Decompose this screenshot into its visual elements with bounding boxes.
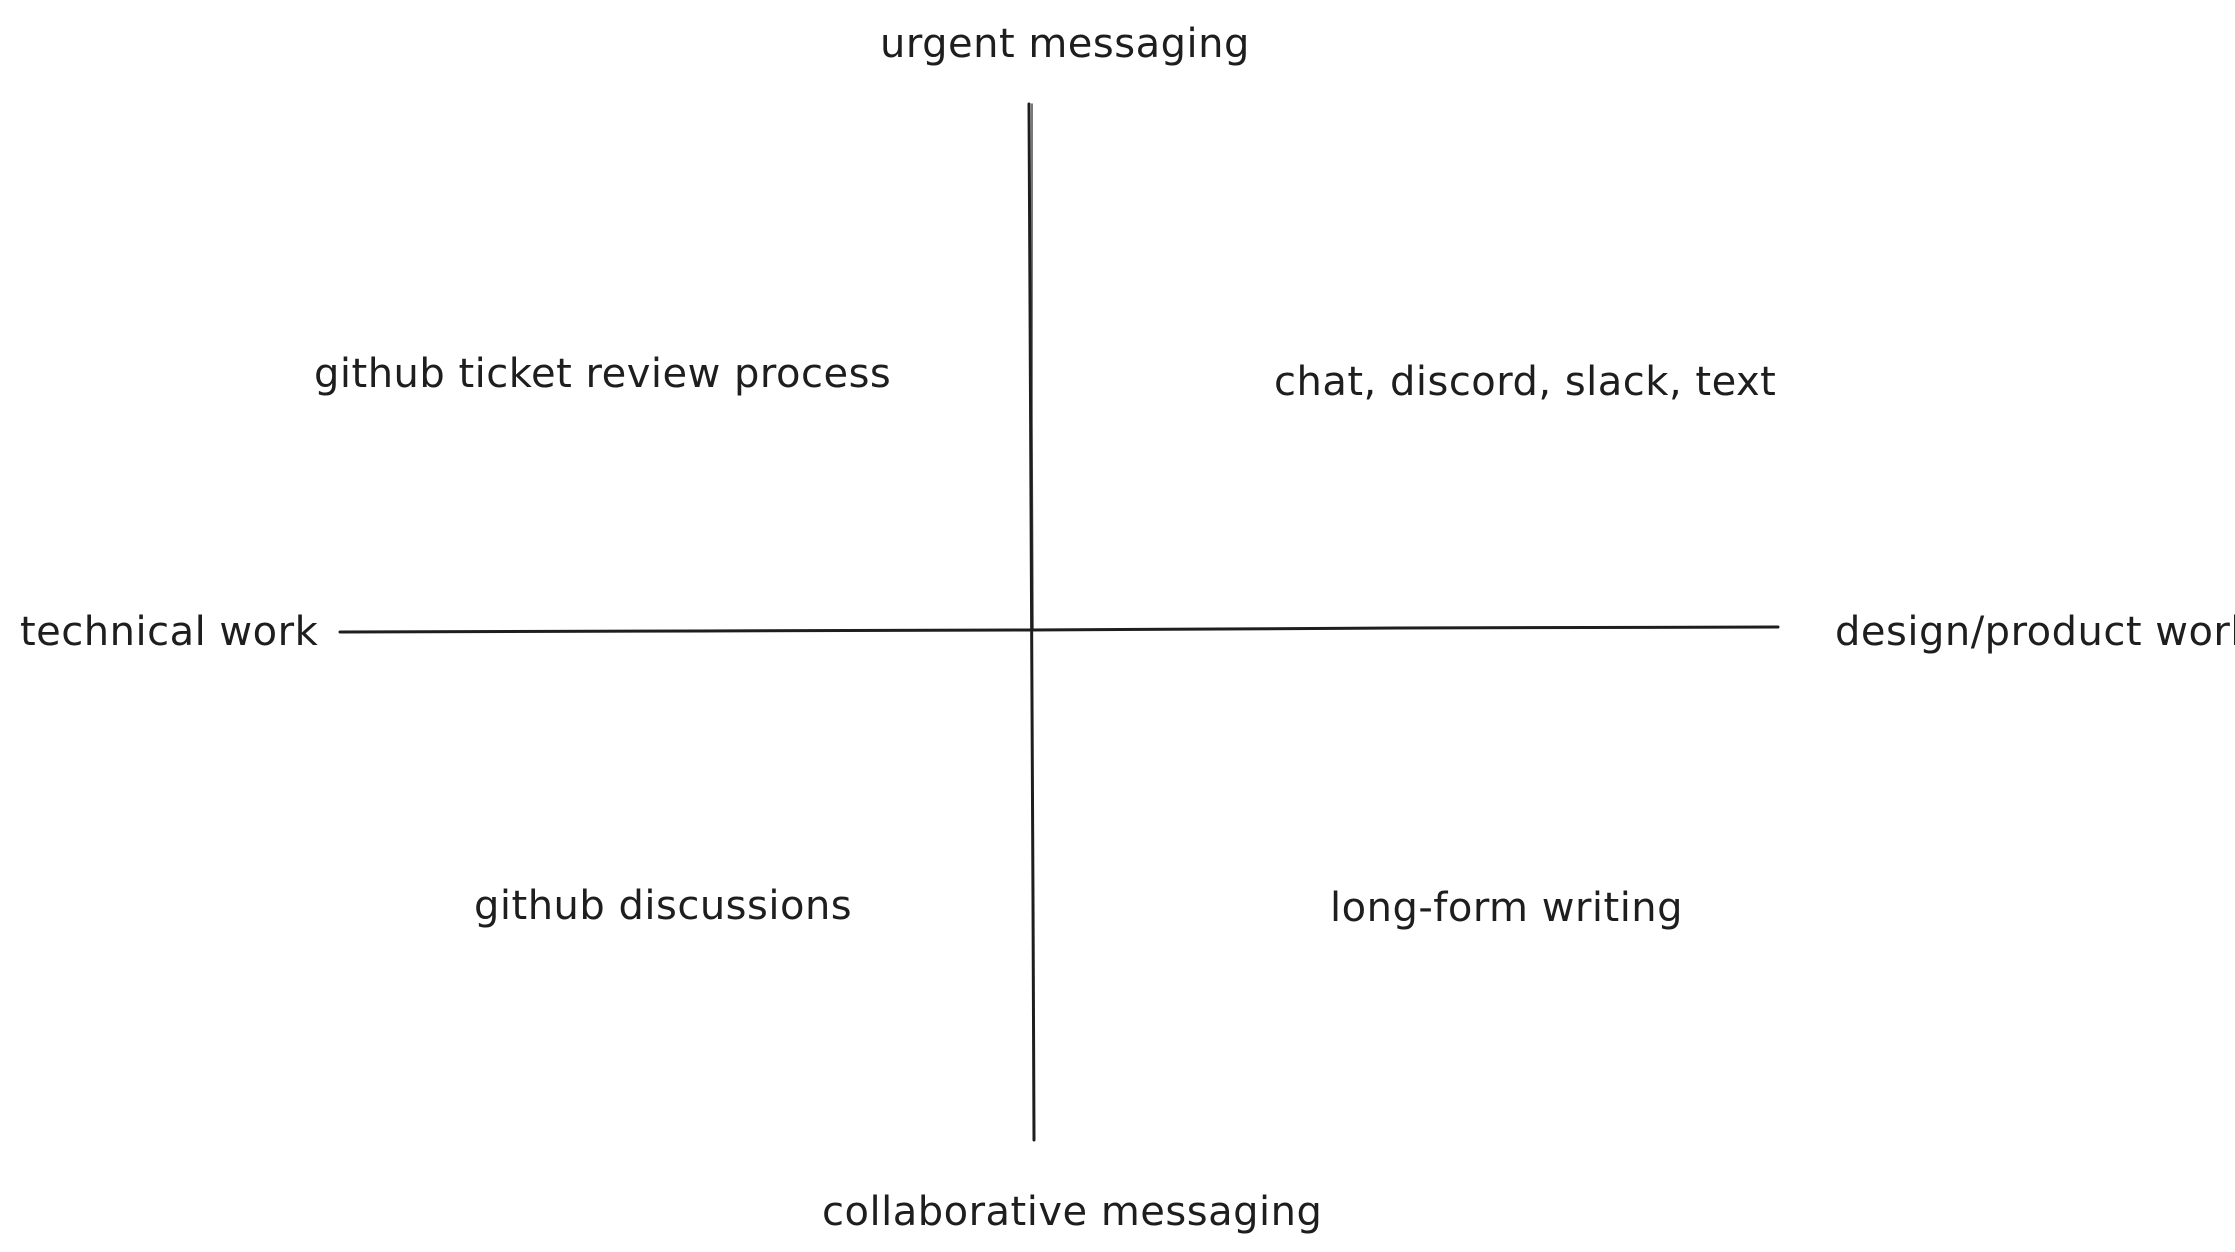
axis-label-right: design/product work [1835, 609, 2235, 655]
vertical-axis-line-overstroke [1031, 103, 1034, 631]
horizontal-axis-line [338, 625, 1780, 634]
axis-label-left: technical work [20, 609, 319, 655]
quadrant-top-left-label: github ticket review process [314, 351, 892, 397]
quadrant-bottom-left-label: github discussions [474, 883, 853, 929]
quadrant-bottom-right-label: long-form writing [1330, 885, 1684, 931]
vertical-axis-line [1027, 102, 1036, 1142]
quadrant-top-right-label: chat, discord, slack, text [1274, 359, 1777, 405]
axis-label-bottom: collaborative messaging [822, 1189, 1323, 1235]
axis-label-top: urgent messaging [880, 21, 1250, 67]
